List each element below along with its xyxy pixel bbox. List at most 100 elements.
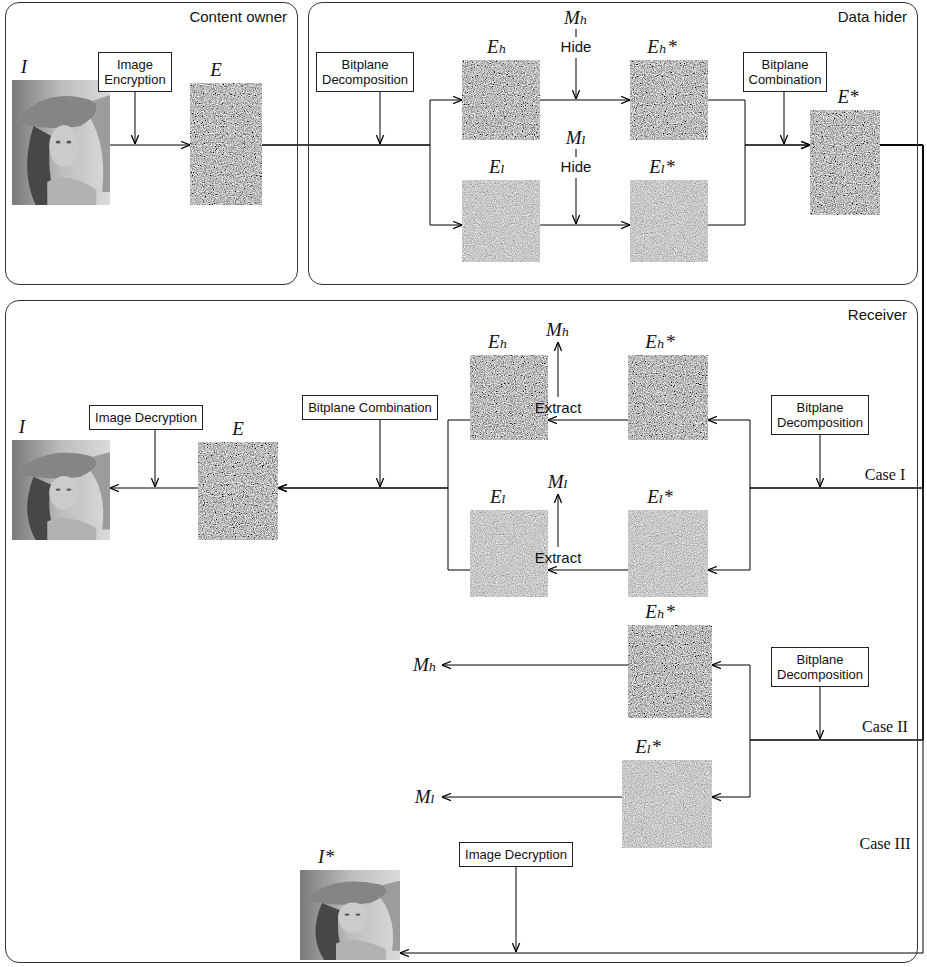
encrypted-image (198, 442, 278, 540)
encrypted-image (470, 355, 548, 440)
photo-image (300, 870, 400, 960)
image-label: Eₕ* (645, 332, 674, 352)
case-label: Case I (863, 466, 907, 484)
flow-connector (712, 145, 923, 797)
process-box: Image Decryption (89, 405, 203, 430)
box-text: Image Encryption (104, 57, 165, 87)
flow-connector (540, 225, 630, 226)
flow-connector (548, 420, 628, 421)
operation-label: Extract (535, 399, 582, 417)
extract-arrow (442, 665, 628, 666)
panel-title: Data hider (838, 8, 907, 26)
swimlane-panel: Content ownerIImage EncryptionE (5, 2, 298, 285)
image-label: E (210, 60, 222, 80)
image-label: Eₕ (488, 332, 508, 352)
image-node: I* (300, 870, 400, 960)
operation-label: Hide (561, 158, 592, 176)
flow-connector (712, 145, 923, 740)
process-box: Bitplane Decomposition (316, 52, 414, 92)
flow-connector (548, 570, 628, 571)
box-text: Bitplane Decomposition (777, 400, 863, 430)
flow-connector (110, 488, 198, 489)
image-label: Eₕ* (647, 37, 676, 57)
image-node: I (12, 80, 110, 205)
message-label: Mₗ (415, 787, 435, 807)
image-node: Eₕ* (628, 625, 712, 718)
flow-connector (400, 145, 923, 953)
image-label: Eₗ (490, 487, 506, 507)
process-arrow (135, 92, 136, 144)
image-node: Eₗ* (622, 760, 712, 848)
process-arrow (784, 92, 785, 144)
box-text: Bitplane Decomposition (777, 652, 863, 682)
flow-connector (708, 145, 923, 570)
box-text: Bitplane Decomposition (322, 57, 408, 87)
panel-title: Receiver (848, 306, 907, 324)
panel-title: Content owner (189, 8, 287, 26)
image-node: Eₗ* (628, 510, 708, 597)
process-arrow (155, 430, 156, 487)
image-node: I (12, 440, 110, 540)
message-label: Mₕ (546, 320, 570, 340)
extract-arrow (558, 342, 559, 397)
process-box: Bitplane Decomposition (771, 395, 869, 435)
image-node: E* (810, 110, 880, 215)
image-label: Eₕ (487, 37, 507, 57)
image-label: Eₗ* (635, 737, 661, 757)
hide-tick (576, 29, 577, 37)
encrypted-image (190, 83, 262, 205)
image-label: Eₗ (489, 157, 505, 177)
image-label: E* (837, 87, 858, 107)
encrypted-image (810, 110, 880, 215)
image-node: E (190, 83, 262, 205)
process-box: Bitplane Combination (743, 52, 828, 92)
encrypted-image (622, 760, 712, 848)
photo-image (12, 440, 110, 540)
image-label: Eₗ* (649, 157, 675, 177)
case-label: Case III (857, 835, 912, 853)
message-label: Mₕ (413, 655, 437, 675)
flow-connector (278, 488, 470, 570)
image-label: E (232, 419, 244, 439)
image-label: I (19, 417, 25, 437)
case-label: Case II (860, 718, 910, 736)
process-box: Bitplane Decomposition (771, 647, 869, 687)
process-box: Image Encryption (98, 52, 171, 92)
process-box: Image Decryption (459, 842, 573, 867)
encrypted-image (462, 180, 540, 262)
encrypted-image (628, 355, 708, 440)
box-text: Bitplane Combination (749, 57, 822, 87)
box-text: Image Decryption (95, 410, 197, 425)
extract-arrow (558, 494, 559, 547)
operation-label: Extract (535, 549, 582, 567)
image-node: Eₕ (470, 355, 548, 440)
image-label: I (21, 57, 27, 77)
image-label: Eₕ* (645, 602, 674, 622)
process-box: Bitplane Combination (302, 395, 438, 420)
flow-connector (708, 145, 923, 488)
encrypted-image (628, 510, 708, 597)
image-node: Eₗ (462, 180, 540, 262)
box-text: Bitplane Combination (308, 400, 432, 415)
hide-arrow (576, 58, 577, 99)
process-arrow (380, 420, 381, 487)
hide-arrow (576, 178, 577, 224)
swimlane-panel: ReceiverIImage DecryptionEBitplane Combi… (5, 300, 918, 963)
message-label: Mₗ (548, 472, 568, 492)
process-arrow (820, 435, 821, 487)
operation-label: Hide (561, 38, 592, 56)
encrypted-image (628, 625, 712, 718)
process-arrow (380, 92, 381, 144)
encrypted-image (462, 60, 540, 140)
flow-connector (110, 145, 190, 146)
process-arrow (516, 867, 517, 952)
image-node: Eₕ* (628, 355, 708, 440)
image-node: Eₕ (462, 60, 540, 140)
encrypted-image (630, 180, 708, 262)
flow-connector (262, 100, 462, 145)
encrypted-image (630, 60, 708, 140)
box-text: Image Decryption (465, 847, 567, 862)
flow-connector (540, 100, 630, 101)
